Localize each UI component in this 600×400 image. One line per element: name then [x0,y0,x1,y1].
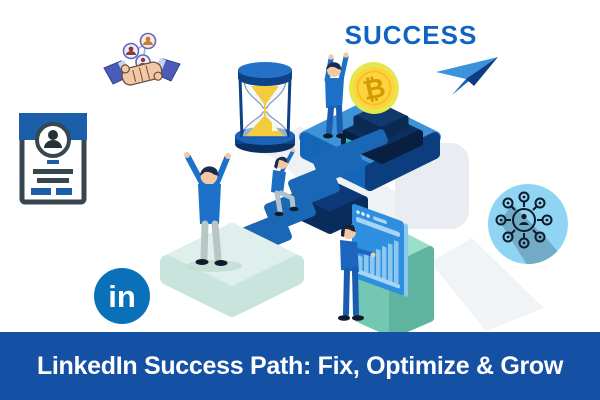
title-banner: LinkedIn Success Path: Fix, Optimize & G… [0,332,600,400]
linkedin-in-text: in [108,279,136,314]
bar-chart-glyph [358,240,399,284]
banner-title: LinkedIn Success Path: Fix, Optimize & G… [36,351,564,380]
success-headline: SUCCESS [345,20,478,50]
celebrating-person [184,152,231,266]
id-card-icon [19,113,87,205]
bitcoin-coin-icon: ₿ [348,62,400,114]
floor-shadow [430,238,544,331]
climbing-person [271,147,299,217]
dashboard-window [352,203,408,297]
summit-platform: ₿ [299,52,441,191]
analytics-scene [338,203,434,332]
network-spokes [495,191,553,249]
handshake-network-icon [103,32,181,86]
linkedin-icon: in [94,268,150,324]
illustration-scene: SUCCESS [19,20,568,332]
hourglass-icon [235,62,346,159]
paper-plane-icon [436,57,498,95]
analytics-person [338,224,376,321]
celebration-platform [160,152,304,317]
summit-person [323,52,349,139]
